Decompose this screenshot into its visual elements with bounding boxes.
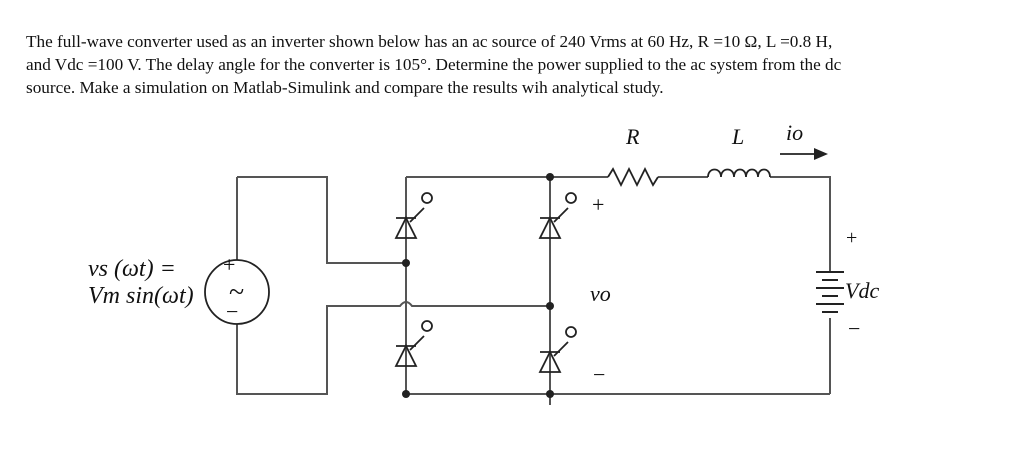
sine-wave-icon: ~ [229,277,244,308]
source-plus-sign: + [223,252,235,277]
resistor-label: R [625,124,640,149]
thyristor-bottom-right [538,326,577,373]
problem-statement: The full-wave converter used as an inver… [26,30,1016,99]
source-minus-sign: − [226,299,238,324]
problem-line-2: and Vdc =100 V. The delay angle for the … [26,55,842,74]
current-arrow [780,148,828,160]
resistor-symbol [607,166,659,188]
problem-line-3: source. Make a simulation on Matlab-Simu… [26,78,664,97]
problem-line-1: The full-wave converter used as an inver… [26,32,833,51]
dc-source-label: Vdc [845,278,879,303]
inductor-symbol [707,168,771,178]
circuit-wires [236,176,831,405]
thyristor-top-right [538,192,577,239]
dc-minus-sign: − [848,316,860,341]
output-minus-sign: − [593,362,605,387]
thyristor-bottom-left [394,320,433,367]
source-label-line-2: Vm sin(ωt) [88,283,194,309]
inductor-label: L [731,124,744,149]
junction-dot [402,390,410,398]
junction-dot [546,390,554,398]
output-plus-sign: + [592,192,604,217]
junction-dots [402,173,554,398]
output-voltage-label: vo [590,281,611,306]
dc-plus-sign: + [846,227,857,249]
battery-symbol [816,271,844,313]
thyristor-top-left [394,192,433,239]
junction-dot [402,259,410,267]
source-label-line-1: vs (ωt) = [88,256,176,282]
current-label: io [786,120,803,145]
ac-source: + ~ − [204,252,270,325]
junction-dot [546,302,554,310]
junction-dot [546,173,554,181]
